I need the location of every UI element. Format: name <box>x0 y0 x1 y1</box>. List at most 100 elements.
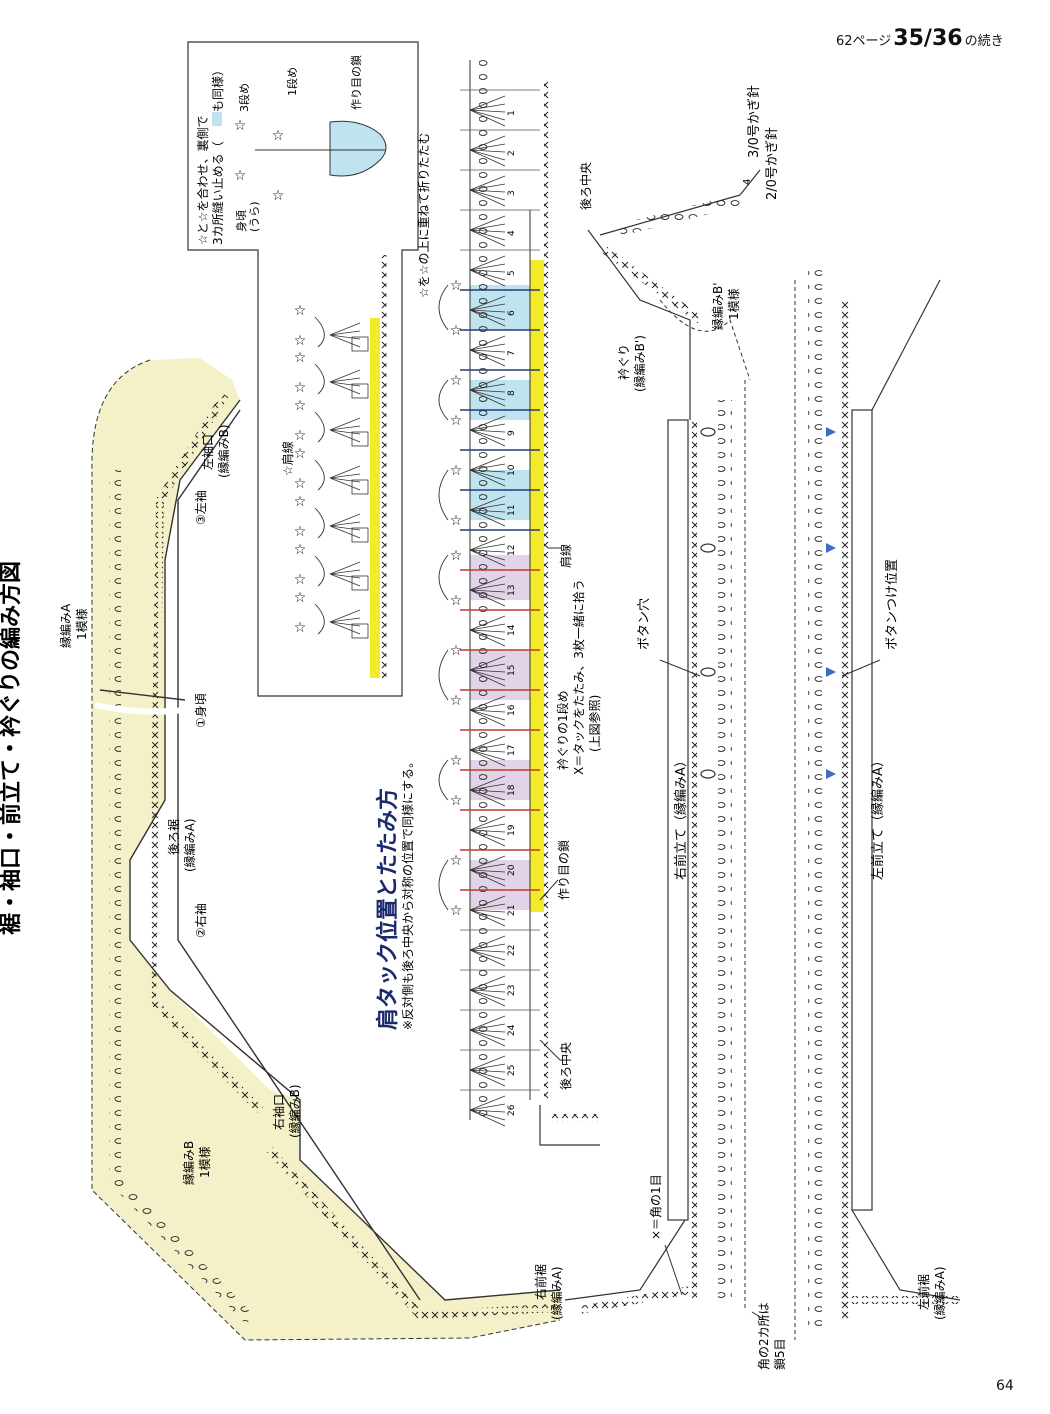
fan-stitch <box>469 575 506 607</box>
right-cuff-label: 右袖口 <box>271 1094 286 1130</box>
inset-body-shape <box>329 120 387 177</box>
border-b2-repeat-label: 縁編みB' <box>710 282 725 330</box>
left-cuff-label: 左袖口 <box>200 434 215 470</box>
inset-star: ☆ <box>294 572 307 588</box>
hem-stitch-row <box>147 392 263 1113</box>
border-b-repeat-label: 1模様 <box>198 1146 212 1178</box>
hem-band <box>91 358 561 1341</box>
fan-stitch <box>469 975 506 1007</box>
inset-labels: ☆と☆を合わせ、裏側で 3カ所縫い止める（ も同様） 身頃 (うら) 3段め 1… <box>195 55 431 476</box>
left-cuff-label: (縁編みB) <box>216 424 231 478</box>
hem-band-scallops <box>91 359 561 1341</box>
right-front-band <box>564 380 746 1314</box>
fan-stitch <box>469 855 506 887</box>
left-front-hem-label: 左前裾 <box>916 1274 931 1310</box>
tuck-row-number: 24 <box>507 1024 517 1036</box>
star-marker: ☆ <box>450 793 463 809</box>
buttonhole-mark <box>700 667 716 677</box>
neckline-piece <box>587 169 761 420</box>
hem-labels: 縁編みA 1模様 ①身頃 ③左袖 左袖口 (縁編みB) 後ろ裾 (縁編みA) ②… <box>58 424 564 1320</box>
tuck-row-number: 15 <box>507 665 517 676</box>
back-center-bottom-label: 後ろ中央 <box>558 1042 573 1090</box>
corner-note: 角の2カ所は <box>757 1302 771 1370</box>
inset-body-label: (うら) <box>248 201 261 232</box>
fan-stitch <box>469 695 506 727</box>
fan-stitch <box>469 215 506 247</box>
inset-tuck-box <box>351 336 369 352</box>
fan-stitch <box>469 1055 506 1087</box>
border-b2-repeat-label: 1模様 <box>727 288 741 320</box>
inset-star: ☆ <box>294 380 307 396</box>
inset-fan <box>329 417 361 443</box>
tuck-row-number: 9 <box>507 430 517 436</box>
hem-band-fill <box>91 358 560 1340</box>
buttonhole-mark <box>700 769 716 779</box>
tuck-row-number: 22 <box>507 945 517 956</box>
tuck-row-number: 13 <box>507 585 517 596</box>
leader <box>841 659 881 677</box>
star-marker: ☆ <box>450 753 463 769</box>
fan-stitch <box>469 375 506 407</box>
inset-sew-note: も同様） <box>211 64 225 112</box>
neckline-x-row <box>602 246 703 324</box>
main-title: 裾・袖口・前立て・衿ぐりの編み方図 <box>0 561 24 935</box>
tuck-row-number: 20 <box>507 864 517 876</box>
tuck-row-number: 10 <box>507 464 517 476</box>
inset-tuck-box <box>351 383 369 399</box>
fan-stitch <box>469 415 506 447</box>
left-band-label: 左前立て（縁編みA） <box>870 754 886 880</box>
tuck-title: 肩タック位置とたたみ方 <box>375 788 401 1030</box>
inset-star: ☆ <box>272 128 285 144</box>
inset-arrow <box>314 411 325 443</box>
leader <box>664 1244 683 1296</box>
tuck-labels: 肩線 作り目の鎖 衿ぐりの1段め X＝タックをたたみ、3枚一緒に拾う (上図参照… <box>539 544 602 1090</box>
neckline-chain-row <box>618 194 742 236</box>
inset-tuck-box <box>351 479 369 495</box>
buttonhole-mark <box>700 543 716 553</box>
header-suffix: の続き <box>964 34 1004 49</box>
leader <box>659 659 701 677</box>
inset-body-label: 身頃 <box>234 210 248 232</box>
fan-stitch <box>469 335 506 367</box>
fan-stitch <box>469 255 506 287</box>
left-band-top <box>871 279 941 411</box>
border-b-repeat-label: 縁編みB <box>181 1141 196 1185</box>
button-mark <box>826 769 836 779</box>
right-band-corner <box>564 1219 686 1301</box>
inset-star: ☆ <box>294 542 307 558</box>
tuck-row-number: 19 <box>507 824 517 836</box>
neck-row-label: 衿ぐりの1段め <box>555 690 570 770</box>
inset-sew-note: ☆と☆を合わせ、裏側で <box>195 115 210 245</box>
hem-band-inner-edge <box>129 399 561 1301</box>
right-band-body <box>667 419 689 1221</box>
right-cuff-label: (縁編みB) <box>287 1084 302 1138</box>
buttonhole-mark <box>700 427 716 437</box>
star-marker: ☆ <box>450 373 463 389</box>
fold-arrow <box>438 284 449 331</box>
hem-break-marker <box>94 702 186 715</box>
leader <box>751 1311 766 1321</box>
fold-arrow <box>438 379 449 421</box>
star-marker: ☆ <box>450 593 463 609</box>
back-hem-label: (縁編みA) <box>182 818 197 872</box>
hem-body-edge <box>177 409 421 1301</box>
tuck-row-number: 12 <box>507 545 517 556</box>
border-a-repeat-label: 1模様 <box>75 608 89 640</box>
star-marker: ☆ <box>450 903 463 919</box>
buttons <box>826 427 836 779</box>
inset-row1: 1段め <box>285 67 299 96</box>
body-label: ①身頃 <box>193 693 208 728</box>
back-center-top-label: 後ろ中央 <box>578 162 593 210</box>
inset-tuck-box <box>351 575 369 591</box>
button-mark <box>826 427 836 437</box>
page-number: 64 <box>996 1378 1014 1394</box>
inset-star: ☆ <box>294 620 307 636</box>
inset-star: ☆ <box>294 494 307 510</box>
right-front-hem-label: (縁編みA) <box>549 1266 564 1320</box>
inset-star: ☆ <box>234 168 247 184</box>
tuck-inset: ☆☆☆☆☆☆☆☆☆☆☆☆☆☆☆☆☆☆ <box>187 41 419 697</box>
star-marker: ☆ <box>450 278 463 294</box>
neckline-label: (縁編みB') <box>632 335 647 392</box>
header-prefix: 62ページ <box>836 34 892 49</box>
inset-star: ☆ <box>294 524 307 540</box>
